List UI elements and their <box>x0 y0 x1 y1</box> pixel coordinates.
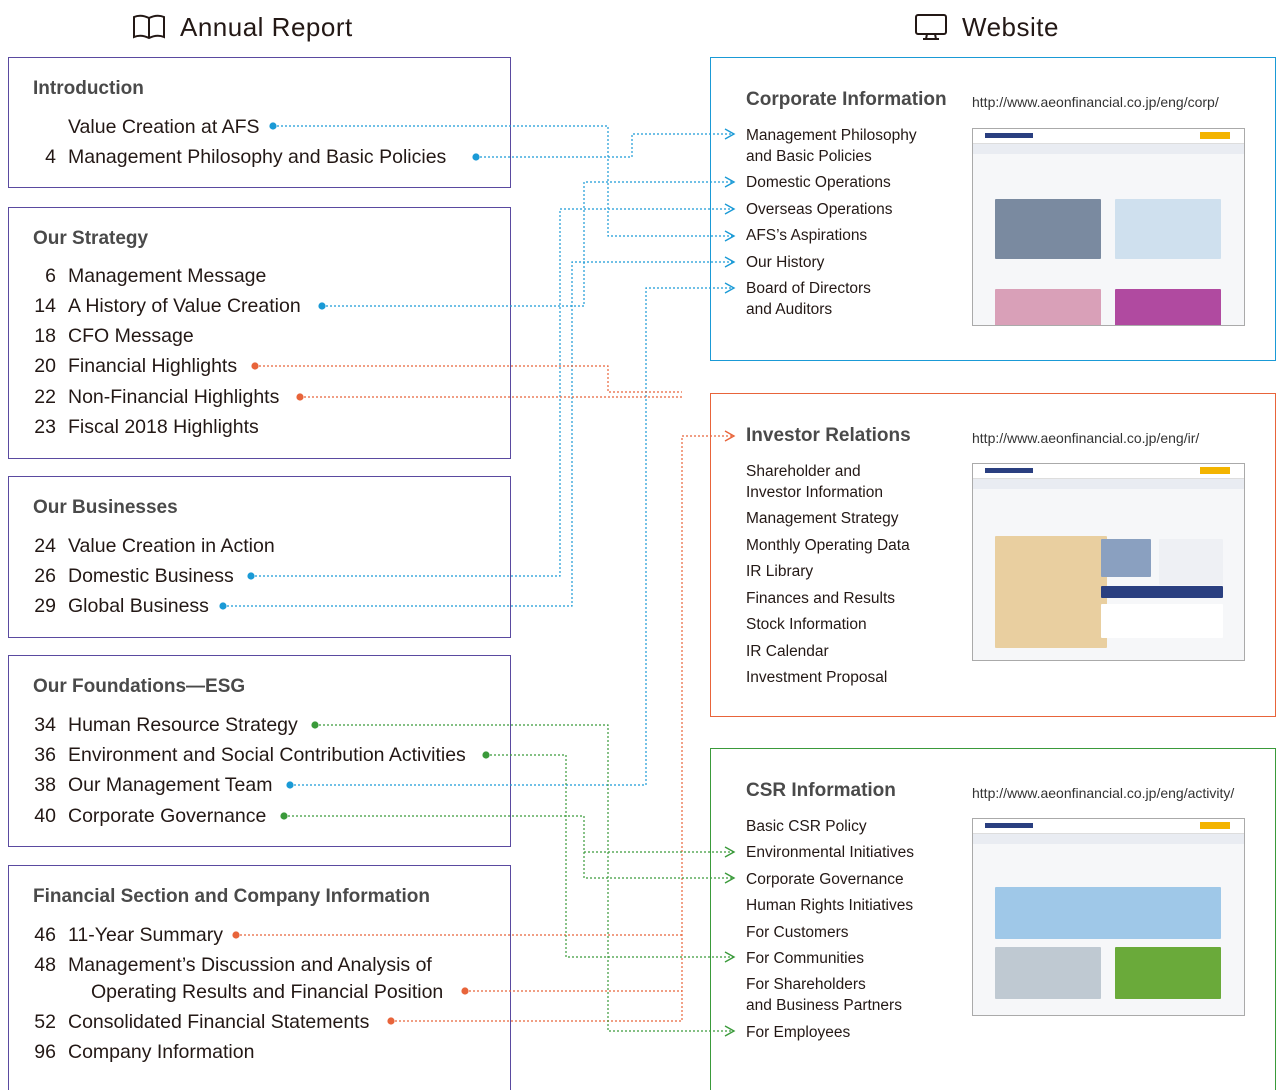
web-item[interactable]: AFS’s Aspirations <box>746 227 868 244</box>
web-item[interactable]: For Shareholders <box>746 976 866 993</box>
web-item[interactable]: Management Strategy <box>746 510 899 527</box>
section-title: Introduction <box>33 78 144 99</box>
investor-relations-box <box>710 393 1276 717</box>
section-title: Our Foundations—ESG <box>33 676 246 697</box>
web-item[interactable]: IR Library <box>746 563 814 580</box>
investor-relations-url[interactable]: http://www.aeonfinancial.co.jp/eng/ir/ <box>972 430 1200 446</box>
web-item[interactable]: Overseas Operations <box>746 201 893 218</box>
book-icon <box>132 13 166 41</box>
website-header: Website <box>914 10 1059 44</box>
csr-info-url[interactable]: http://www.aeonfinancial.co.jp/eng/activ… <box>972 785 1235 801</box>
csr-info-title: CSR Information <box>746 780 896 801</box>
web-item[interactable]: For Customers <box>746 924 849 941</box>
annual-report-header: Annual Report <box>132 10 353 44</box>
web-item[interactable]: Investor Information <box>746 484 883 501</box>
list-item[interactable]: Operating Results and Financial Position <box>91 981 444 1003</box>
section-title: Financial Section and Company Informatio… <box>33 886 430 907</box>
web-item[interactable]: and Basic Policies <box>746 148 872 165</box>
web-item[interactable]: For Communities <box>746 950 864 967</box>
corporate-info-box <box>710 57 1276 361</box>
annual-report-title: Annual Report <box>180 11 353 42</box>
website-title: Website <box>962 11 1059 42</box>
section-title: Our Businesses <box>33 497 178 518</box>
section-title: Our Strategy <box>33 228 149 249</box>
web-item[interactable]: For Employees <box>746 1024 851 1041</box>
web-item[interactable]: Basic CSR Policy <box>746 818 867 835</box>
corporate-screenshot <box>972 128 1245 326</box>
csr-info-box <box>710 748 1276 1090</box>
web-item[interactable]: and Auditors <box>746 301 833 318</box>
list-item[interactable]: Value Creation at AFS <box>68 116 260 138</box>
web-item[interactable]: Shareholder and <box>746 463 861 480</box>
corporate-info-url[interactable]: http://www.aeonfinancial.co.jp/eng/corp/ <box>972 94 1219 110</box>
web-item[interactable]: Monthly Operating Data <box>746 537 910 554</box>
web-item[interactable]: Corporate Governance <box>746 871 904 888</box>
investor-relations-title: Investor Relations <box>746 425 911 446</box>
web-item[interactable]: Human Rights Initiatives <box>746 897 914 914</box>
investor-screenshot <box>972 463 1245 661</box>
web-item[interactable]: Our History <box>746 254 825 271</box>
web-item[interactable]: Stock Information <box>746 616 867 633</box>
monitor-icon <box>914 13 948 41</box>
web-item[interactable]: Finances and Results <box>746 590 896 607</box>
corporate-info-title: Corporate Information <box>746 89 947 110</box>
web-item[interactable]: Environmental Initiatives <box>746 844 914 861</box>
web-item[interactable]: and Business Partners <box>746 997 902 1014</box>
web-item[interactable]: Investment Proposal <box>746 669 888 686</box>
csr-screenshot <box>972 818 1245 1016</box>
web-item[interactable]: IR Calendar <box>746 643 829 660</box>
section-financial: Financial Section and Company Informatio… <box>8 865 511 1090</box>
web-item[interactable]: Board of Directors <box>746 280 871 297</box>
web-item[interactable]: Domestic Operations <box>746 174 891 191</box>
web-item[interactable]: Management Philosophy <box>746 127 917 144</box>
